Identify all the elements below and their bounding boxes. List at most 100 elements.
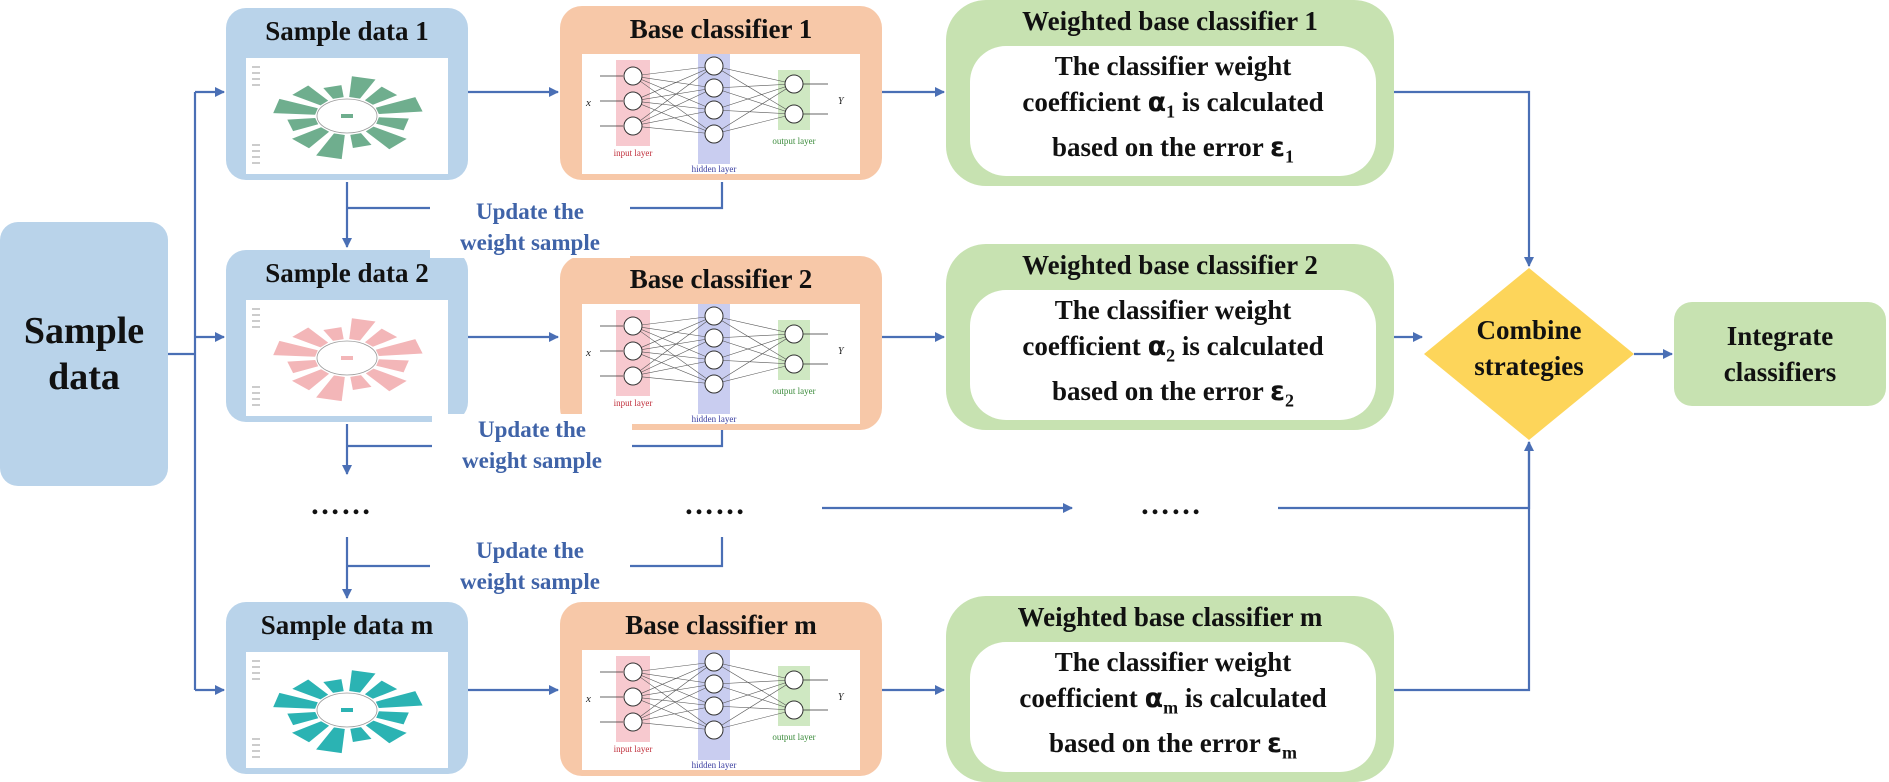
plot-legend-tick [252,320,260,322]
plot-petal [323,327,344,341]
plot-petal [287,118,319,132]
network-connection [713,679,795,731]
plot-petal [316,375,345,402]
plot-petal [376,117,409,131]
plot-ring [316,340,378,376]
network-connection [632,325,715,361]
sample-data-1-box: Sample data 1 [226,8,468,180]
network-connection [632,109,715,127]
plot-petal [364,86,398,105]
weighted-classifier-m-title: Weighted base classifier m [1017,602,1323,632]
network-connection [713,363,795,385]
plot-petal [292,127,330,149]
network-connection [632,75,715,111]
network-connection [713,337,795,365]
network-connection [713,109,795,115]
network-connection [632,315,715,352]
plot-petal [349,76,376,99]
plot-legend-tick [252,326,260,328]
plot-petal [287,360,319,374]
epsilon-symbol: ε [1269,132,1286,163]
network-connection [713,661,795,681]
plot-petal [292,327,329,348]
network-node [623,66,643,86]
network-connection [632,671,715,731]
network-connection [632,315,715,327]
sample-data-1-plot [246,58,448,174]
plot-legend-tick [252,404,260,406]
network-connection [713,709,795,731]
network-connection [713,333,795,385]
network-node [704,100,724,120]
ellipsis-classifiers: …… [684,488,746,521]
sample-data-m-plot [246,652,448,768]
network-node [704,328,724,348]
plot-ring [316,98,378,134]
plot-petal [376,711,409,725]
combine-strategies-label: Combine strategies [1474,315,1584,381]
network-node [623,91,643,111]
network-node [704,56,724,76]
weighted-classifier-1-title: Weighted base classifier 1 [1022,6,1318,36]
integrate-classifiers-node: Integrate classifiers [1674,302,1886,406]
plot-ring [316,692,378,728]
weighted-classifier-m-description: The classifier weight coefficient αm is … [1019,646,1327,763]
weighted-classifier-2-box: Weighted base classifier 2 The classifie… [946,244,1394,430]
plot-petal [375,691,423,708]
network-connection [713,87,795,115]
plot-legend-tick [252,72,260,74]
network-connection [632,315,715,377]
network-node [704,674,724,694]
network-connection [632,75,715,135]
network-node [623,662,643,682]
network-connection [632,359,715,377]
update-weight-label-2: Update the weight sample [432,414,632,476]
network-y-label: Y [838,692,845,703]
update-weight-label-1: Update the weight sample [430,196,630,258]
plot-petal [375,339,423,356]
base-classifier-m-title: Base classifier m [625,610,817,640]
plot-legend-tick [252,392,260,394]
network-connection [713,679,795,707]
plot-legend-tick [252,162,260,164]
plot-petal [364,680,398,699]
network-connections [632,661,795,731]
plot-legend-tick [252,666,260,668]
network-node [784,324,804,344]
plot-petal [273,340,318,357]
plot-legend-tick [252,150,260,152]
network-connection [713,315,795,335]
plot-center-mark [341,356,353,360]
network-node [704,374,724,394]
network-y-label: Y [838,96,845,107]
network-node [623,366,643,386]
network-connection [713,65,795,85]
input-layer-label: input layer [614,744,653,754]
alpha-symbol: α [1147,86,1167,118]
plot-petal [365,368,407,392]
plot-legend-tick [252,314,260,316]
network-connection [632,705,715,723]
network-node [623,341,643,361]
plot-legend-tick [252,678,260,680]
sample-data-source: Sample data [0,222,168,486]
weighted-classifier-1-description: The classifier weight coefficient α1 is … [1022,50,1324,167]
base-classifier-1-title: Base classifier 1 [629,14,813,44]
network-node [623,712,643,732]
epsilon-symbol: ε [1266,728,1283,759]
network-connection [713,65,795,115]
network-connection [713,333,795,361]
network-connection [632,75,715,89]
alpha-symbol: α [1144,682,1164,714]
plot-legend-tick [252,156,260,158]
network-connections [632,65,795,135]
network-connection [632,696,715,707]
network-connection [713,359,795,365]
input-layer-label: input layer [614,398,653,408]
sample-data-2-box: Sample data 2 [226,250,468,422]
sample-data-m-title: Sample data m [260,610,434,640]
plot-petal [365,126,407,150]
